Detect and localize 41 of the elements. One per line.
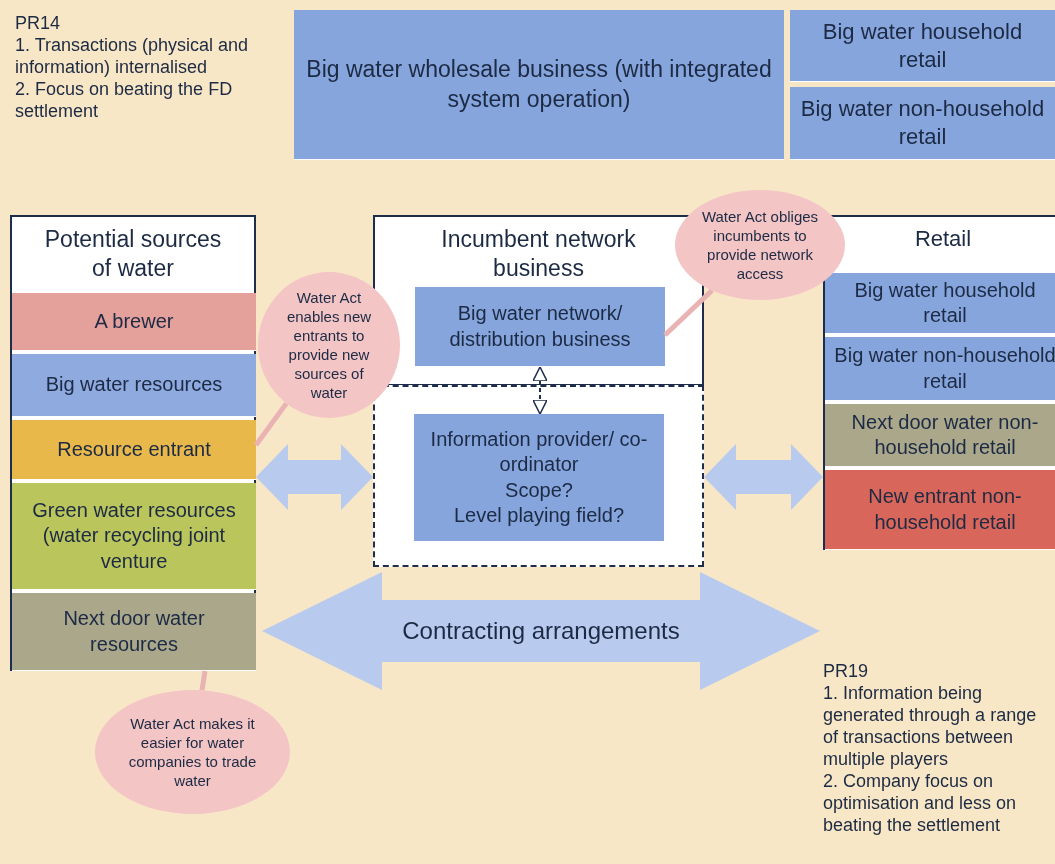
- leader-line: [254, 401, 289, 447]
- dashed-double-arrow: [532, 366, 548, 415]
- speech-bubble: Water Act enables new entrants to provide new sources of water: [258, 272, 400, 418]
- group-panel: [10, 215, 256, 671]
- dashed-panel: [373, 385, 704, 567]
- business-box: Next door water non-household retail: [825, 404, 1055, 467]
- double-arrow-shape: [262, 572, 820, 690]
- question-text: Level playing field?: [453, 502, 625, 528]
- business-box: Next door water resources: [12, 593, 256, 671]
- panel-title: Potential sources of water: [43, 225, 223, 284]
- question-text: Scope?: [505, 477, 573, 503]
- leader-line: [199, 670, 208, 691]
- note-text: 1. Transactions (physical and information) internalised: [15, 34, 250, 78]
- note-text: 1. Information being generated through a range of transactions between multiple players: [823, 682, 1038, 770]
- wide-double-arrow: [256, 444, 373, 510]
- business-box: Big water non-household retail: [790, 87, 1055, 160]
- note-text: 2. Focus on beating the FD settlement: [15, 78, 234, 122]
- arrow-label: Contracting arrangements: [402, 615, 680, 646]
- business-box: Big water wholesale business (with integrated system operation): [294, 10, 784, 160]
- speech-bubble: Water Act obliges incumbents to provide network access: [675, 190, 845, 300]
- role-text: Information provider/ co-ordinator: [429, 426, 649, 478]
- group-panel: [373, 215, 704, 386]
- panel-title: Retail: [913, 225, 973, 253]
- role-box: [414, 414, 664, 541]
- business-box: Big water household retail: [825, 273, 1055, 334]
- heading-text: PR14: [15, 12, 62, 34]
- heading-text: PR19: [823, 660, 870, 682]
- business-box: Big water network/ distribution business: [415, 287, 665, 367]
- business-box: Big water non-household retail: [825, 337, 1055, 401]
- group-panel: [823, 215, 1055, 550]
- business-box: New entrant non-household retail: [825, 470, 1055, 550]
- speech-bubble: Water Act makes it easier for water companies to trade water: [95, 690, 290, 814]
- note-text: 2. Company focus on optimisation and less on beating the settlement: [823, 770, 1018, 836]
- panel-title: Incumbent network business: [440, 225, 637, 284]
- business-box: Big water household retail: [790, 10, 1055, 82]
- business-box: Big water resources: [12, 354, 256, 417]
- business-box: A brewer: [12, 293, 256, 351]
- wide-double-arrow: [704, 444, 823, 510]
- business-box: Green water resources (water recycling joint venture: [12, 483, 256, 590]
- leader-line: [663, 288, 714, 337]
- business-box: Resource entrant: [12, 420, 256, 480]
